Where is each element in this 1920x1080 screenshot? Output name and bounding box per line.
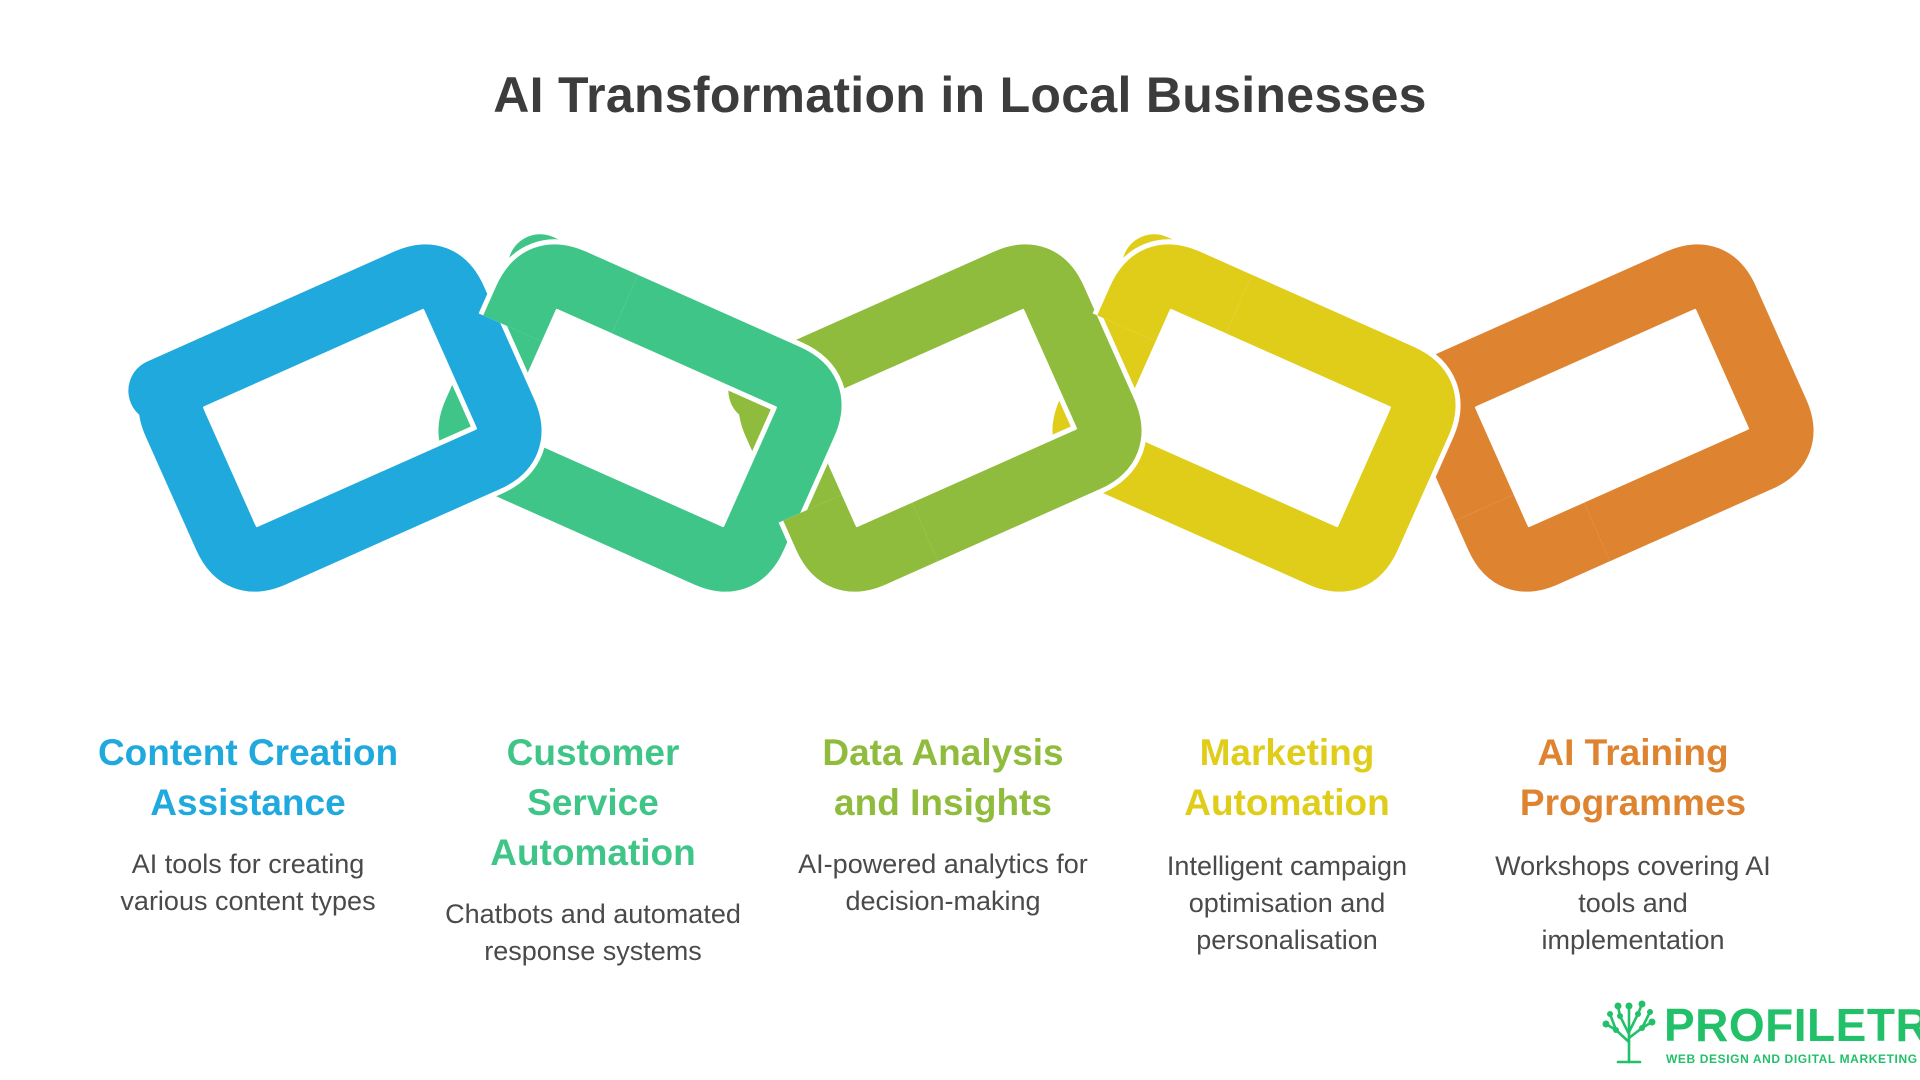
item-heading: Marketing Automation [1184, 732, 1390, 823]
diagram-title: AI Transformation in Local Businesses [493, 67, 1427, 123]
item-description: AI tools for creating various content ty… [120, 849, 376, 916]
item-content-creation: Content Creation Assistance AI tools for… [83, 728, 413, 920]
item-heading: Customer Service Automation [490, 732, 696, 873]
item-description: Intelligent campaign optimisation and pe… [1166, 851, 1408, 955]
item-description: Workshops covering AI tools and implemen… [1495, 851, 1771, 955]
logo-wordmark: PROFILETREE [1664, 999, 1920, 1051]
item-customer-service: Customer Service Automation Chatbots and… [428, 728, 758, 970]
profiletree-logo: PROFILETREE WEB DESIGN AND DIGITAL MARKE… [1598, 1000, 1920, 1068]
item-heading: AI Training Programmes [1519, 732, 1747, 823]
item-data-analysis: Data Analysis and Insights AI-powered an… [778, 728, 1108, 920]
item-description: Chatbots and automated response systems [445, 899, 741, 966]
item-heading: Data Analysis and Insights [822, 732, 1064, 823]
item-heading: Content Creation Assistance [97, 732, 399, 823]
logo-tagline: WEB DESIGN AND DIGITAL MARKETING [1666, 1052, 1918, 1066]
tree-icon [1602, 1000, 1656, 1064]
item-ai-training: AI Training Programmes Workshops coverin… [1468, 728, 1798, 959]
item-marketing-automation: Marketing Automation Intelligent campaig… [1122, 728, 1452, 959]
item-description: AI-powered analytics for decision-making [798, 849, 1088, 916]
